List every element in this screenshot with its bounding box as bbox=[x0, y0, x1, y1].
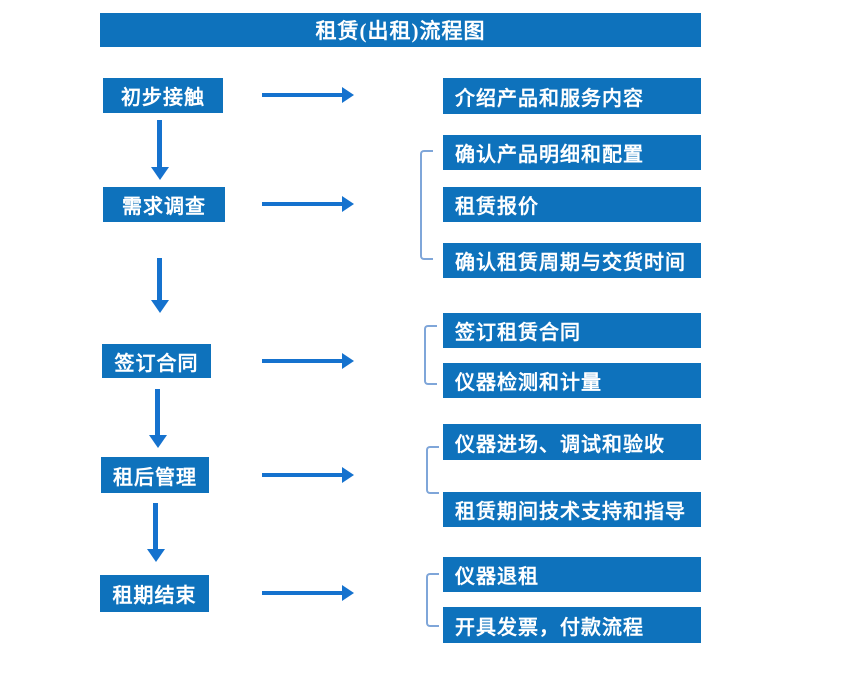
detail-box-invoice-payment-process: 开具发票，付款流程 bbox=[443, 607, 701, 643]
down-arrow-icon-3 bbox=[155, 389, 160, 435]
right-arrow-icon-2 bbox=[262, 202, 342, 206]
detail-box-rental-quotation: 租赁报价 bbox=[443, 187, 701, 222]
right-arrow-icon-4 bbox=[262, 473, 342, 477]
group-bracket-post-rental-management bbox=[426, 446, 439, 494]
down-arrow-icon-1 bbox=[157, 120, 162, 167]
detail-box-introduce-product-services: 介绍产品和服务内容 bbox=[443, 78, 701, 114]
detail-box-instrument-entry-acceptance: 仪器进场、调试和验收 bbox=[443, 424, 701, 460]
group-bracket-requirement-survey bbox=[420, 150, 433, 260]
right-arrow-icon-3 bbox=[262, 359, 342, 363]
stage-box-rental-period-end: 租期结束 bbox=[100, 575, 209, 612]
right-arrow-icon-1 bbox=[262, 93, 342, 97]
stage-box-contract-signing: 签订合同 bbox=[102, 344, 211, 378]
stage-box-requirement-survey: 需求调查 bbox=[103, 187, 225, 222]
detail-box-technical-support-guidance: 租赁期间技术支持和指导 bbox=[443, 492, 701, 527]
detail-box-confirm-product-details: 确认产品明细和配置 bbox=[443, 135, 701, 170]
detail-box-confirm-rental-period-delivery: 确认租赁周期与交货时间 bbox=[443, 243, 701, 278]
detail-box-instrument-testing-measurement: 仪器检测和计量 bbox=[443, 363, 701, 398]
right-arrow-icon-5 bbox=[262, 591, 342, 595]
detail-box-sign-rental-contract: 签订租赁合同 bbox=[443, 313, 701, 348]
group-bracket-contract-signing bbox=[424, 325, 437, 385]
down-arrow-icon-4 bbox=[153, 503, 158, 549]
stage-box-post-rental-management: 租后管理 bbox=[101, 457, 209, 493]
group-bracket-rental-period-end bbox=[426, 573, 439, 627]
down-arrow-icon-2 bbox=[157, 258, 162, 300]
detail-box-instrument-return: 仪器退租 bbox=[443, 557, 701, 592]
stage-box-initial-contact: 初步接触 bbox=[103, 78, 223, 113]
flowchart-title: 租赁(出租)流程图 bbox=[100, 13, 701, 47]
